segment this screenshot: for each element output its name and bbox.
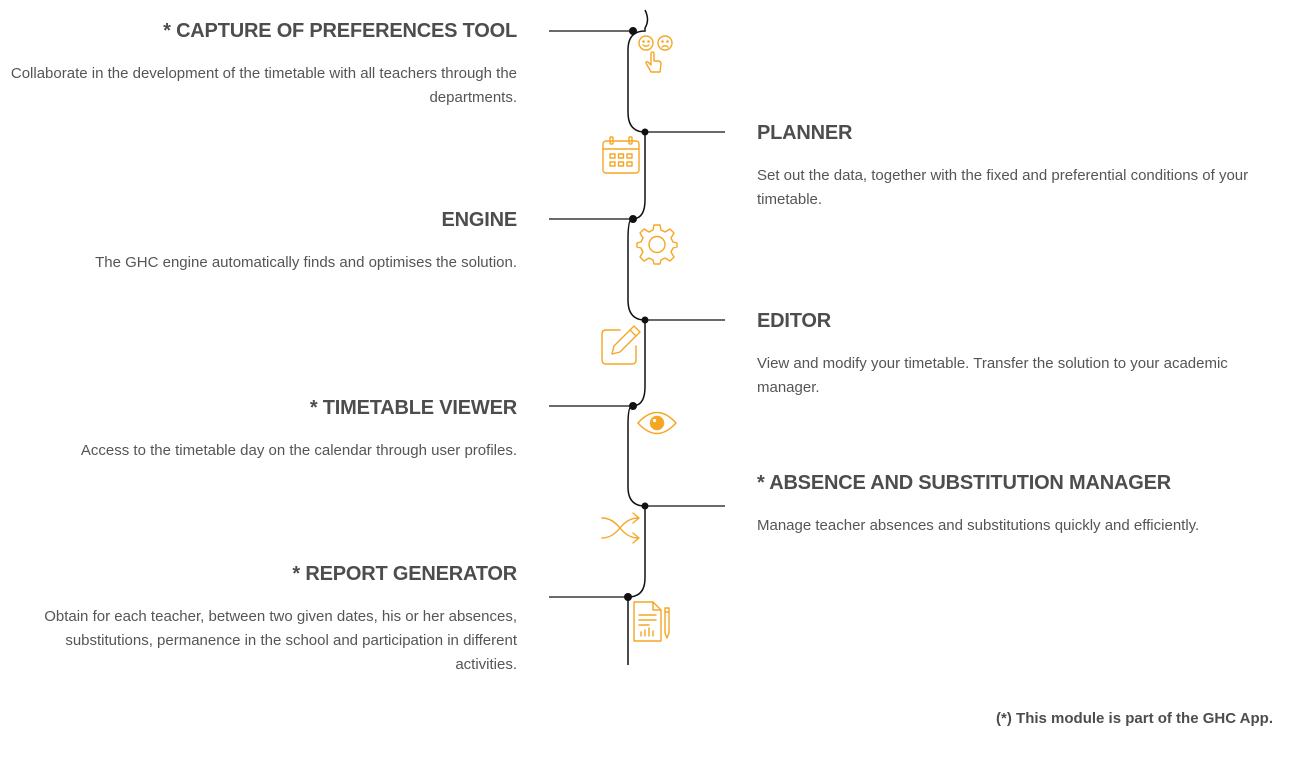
module-description: Collaborate in the development of the ti… (10, 65, 517, 106)
timeline-node (641, 502, 649, 510)
module-title: EDITOR (757, 310, 831, 332)
module-description: Set out the data, together with the fixe… (757, 167, 1249, 208)
module-capture-preferences: * CAPTURE OF PREFERENCES TOOL Collaborat… (0, 18, 517, 110)
calendar-icon (601, 136, 641, 176)
report-icon (631, 600, 671, 644)
module-report-generator: * REPORT GENERATOR Obtain for each teach… (0, 561, 517, 677)
shuffle-icon (600, 510, 642, 548)
module-title: * REPORT GENERATOR (292, 563, 517, 585)
module-title: * CAPTURE OF PREFERENCES TOOL (163, 20, 517, 42)
module-description: Obtain for each teacher, between two giv… (44, 608, 517, 673)
timeline-node (624, 593, 632, 601)
module-title: * ABSENCE AND SUBSTITUTION MANAGER (757, 472, 1171, 494)
module-engine: ENGINE The GHC engine automatically find… (0, 207, 517, 275)
module-description: Access to the timetable day on the calen… (80, 442, 517, 459)
module-description: View and modify your timetable. Transfer… (757, 355, 1228, 396)
module-description: Manage teacher absences and substitution… (757, 517, 1200, 534)
timeline-node (629, 402, 637, 410)
module-timetable-viewer: * TIMETABLE VIEWER Access to the timetab… (0, 395, 517, 463)
module-title: * TIMETABLE VIEWER (309, 397, 517, 419)
gear-icon (636, 223, 678, 265)
timeline-spine (627, 9, 649, 665)
module-description: The GHC engine automatically finds and o… (95, 254, 517, 271)
edit-icon (600, 324, 642, 366)
eye-icon (636, 406, 678, 440)
module-absence-substitution: * ABSENCE AND SUBSTITUTION MANAGER Manag… (757, 470, 1257, 538)
module-title: ENGINE (441, 209, 518, 231)
footnote: (*) This module is part of the GHC App. (996, 710, 1273, 727)
timeline-node (629, 215, 637, 223)
preferences-icon (636, 34, 676, 76)
timeline-node (629, 27, 637, 35)
module-editor: EDITOR View and modify your timetable. T… (757, 308, 1257, 400)
timeline-node (641, 316, 649, 324)
timeline-node (641, 128, 649, 136)
module-title: PLANNER (757, 122, 853, 144)
module-planner: PLANNER Set out the data, together with … (757, 120, 1257, 212)
